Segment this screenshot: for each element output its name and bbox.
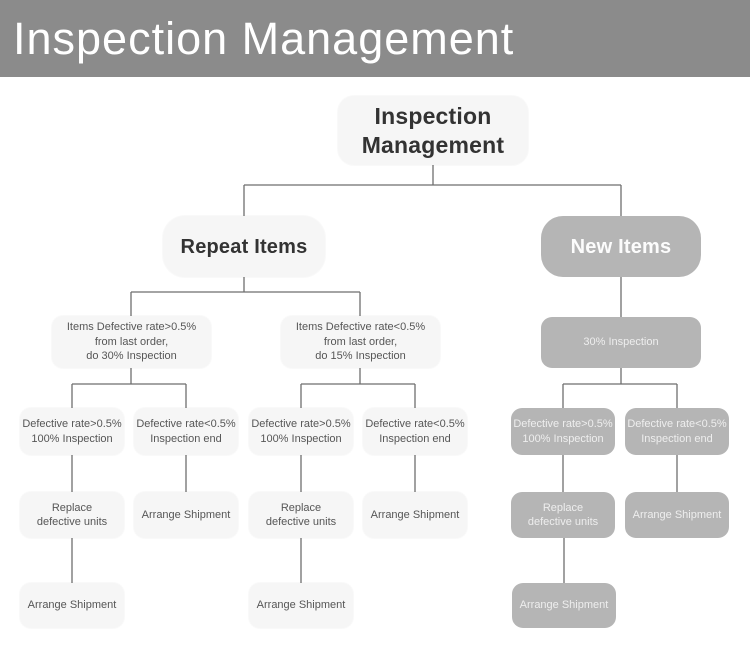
node-repeat15-ship-end: Arrange Shipment [363,492,467,538]
node-label-line: Replace [51,501,93,514]
node-label-line: 100% Inspection [31,432,113,445]
node-new30-ship-end: Arrange Shipment [625,492,729,538]
node-label-line: Items Defective rate<0.5% [295,321,426,334]
node-repeat-low-rate: Items Defective rate<0.5%from last order… [281,316,440,368]
node-label-line: Management [361,131,505,158]
node-repeat15-low: Defective rate<0.5% Inspection end [363,408,467,455]
page-title: Inspection Management [13,12,515,64]
node-label-line: Defective rate<0.5% [365,418,465,430]
node-label-line: Arrange Shipment [370,508,460,521]
node-label-line: defective units [527,516,599,528]
node-repeat30-low: Defective rate<0.5% Inspection end [134,408,238,455]
node-repeat-items: Repeat Items [163,216,325,277]
node-label-line: Inspection end [641,432,713,445]
node-repeat15-ship-final: Arrange Shipment [249,583,353,628]
node-label-line: Defective rate>0.5% [251,418,351,430]
node-new30-low: Defective rate<0.5% Inspection end [625,408,729,455]
node-label-line: Inspection end [150,432,222,445]
node-label-line: defective units [265,516,337,528]
node-label-line: 100% Inspection [260,432,342,445]
node-label-line: do 30% Inspection [86,350,177,363]
node-repeat30-high: Defective rate>0.5% 100% Inspection [20,408,124,455]
node-new-items: New Items [541,216,701,277]
node-label-line: from last order, [94,335,169,348]
node-label-line: Replace [542,501,584,514]
node-label-line: Defective rate<0.5% [627,418,727,430]
node-repeat30-ship-final: Arrange Shipment [20,583,124,628]
page-header-banner: Inspection Management [0,0,750,77]
node-label-line: Arrange Shipment [632,508,722,521]
node-label-line: Replace [280,501,322,514]
node-new30-replace: Replace defective units [511,492,615,538]
node-label-line: defective units [36,516,108,528]
node-repeat15-replace: Replace defective units [249,492,353,538]
node-repeat30-replace: Replace defective units [20,492,124,538]
node-label-line: Arrange Shipment [519,599,609,612]
node-label-line: Items Defective rate>0.5% [66,321,197,334]
node-label-line: Repeat Items [180,235,308,258]
node-label-line: Arrange Shipment [141,508,231,521]
node-repeat30-ship-end: Arrange Shipment [134,492,238,538]
node-label-line: Inspection end [379,432,451,445]
node-repeat-high-rate: Items Defective rate>0.5%from last order… [52,316,211,368]
node-new30-high: Defective rate>0.5% 100% Inspection [511,408,615,455]
node-label-line: Arrange Shipment [27,599,117,612]
node-label-line: New Items [570,235,672,258]
node-repeat15-high: Defective rate>0.5% 100% Inspection [249,408,353,455]
node-label-line: 100% Inspection [522,432,604,445]
node-new-30-inspection: 30% Inspection [541,317,701,368]
node-label-line: Inspection [374,102,492,129]
node-label-line: Arrange Shipment [256,599,346,612]
node-new30-ship-final: Arrange Shipment [512,583,616,628]
node-label-line: from last order, [323,335,398,348]
node-label-line: 30% Inspection [583,336,659,349]
node-label-line: Defective rate<0.5% [136,418,236,430]
node-label-line: Defective rate>0.5% [22,418,122,430]
node-label-line: Defective rate>0.5% [513,418,613,430]
node-label-line: do 15% Inspection [315,350,406,363]
